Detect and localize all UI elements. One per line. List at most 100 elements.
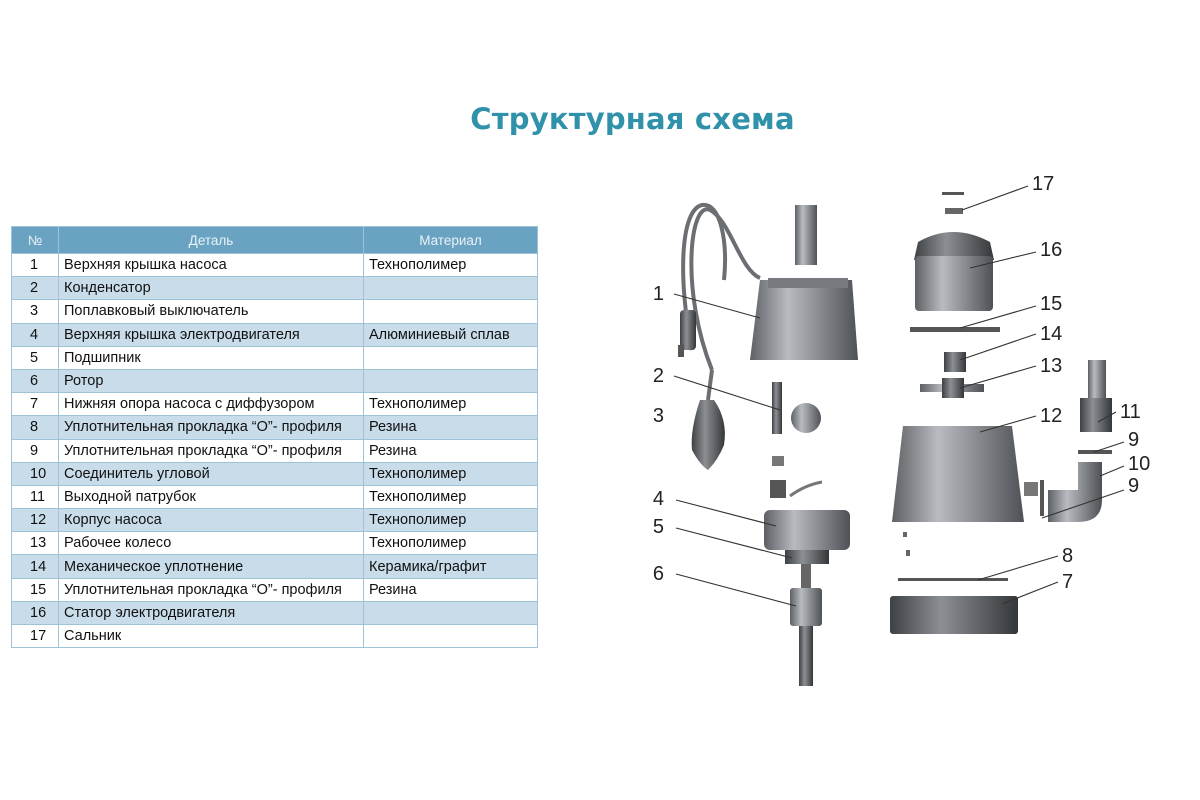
- cell-number: 8: [11, 415, 59, 440]
- cell-material: Технополимер: [363, 531, 538, 556]
- cell-material: Резина: [363, 415, 538, 440]
- cell-number: 11: [11, 484, 59, 510]
- cell-part: Механическое уплотнение: [58, 554, 364, 579]
- diagram-title: Структурная схема: [470, 102, 795, 136]
- cell-part: Рабочее колесо: [58, 531, 364, 556]
- o-ring-8-part: [898, 532, 1008, 581]
- cell-material: [363, 623, 538, 649]
- cell-number: 15: [11, 577, 59, 602]
- float-switch-part: [689, 207, 762, 470]
- leader-line: [1097, 411, 1117, 423]
- header-number: №: [11, 226, 59, 254]
- o-ring-15-part: [910, 327, 1000, 332]
- callout-label: 10: [1128, 453, 1150, 475]
- cell-number: 7: [11, 392, 59, 417]
- outlet-nozzle-part: [1080, 360, 1112, 432]
- cell-number: 10: [11, 461, 59, 486]
- cell-number: 16: [11, 600, 59, 626]
- motor-cover-part: [764, 456, 850, 550]
- mechanical-seal-part: [944, 352, 966, 372]
- upper-pump-cover-part: [750, 205, 858, 360]
- leader-line: [673, 293, 761, 319]
- leader-line: [675, 527, 793, 559]
- callout-label: 15: [1040, 293, 1062, 315]
- cell-material: Керамика/графит: [363, 554, 538, 579]
- rotor-part: [790, 564, 822, 686]
- callout-label: 6: [653, 563, 664, 585]
- elbow-connector-part: [1048, 462, 1102, 522]
- cell-part: Конденсатор: [58, 276, 364, 301]
- leader-line: [675, 573, 797, 607]
- leader-line: [673, 375, 781, 411]
- leader-line: [961, 185, 1029, 211]
- capacitor-part: [772, 382, 821, 434]
- cell-material: [363, 276, 538, 301]
- cell-number: 3: [11, 299, 59, 324]
- leader-line: [977, 555, 1059, 581]
- leader-line: [1093, 441, 1125, 453]
- cell-number: 14: [11, 554, 59, 579]
- callout-label: 4: [653, 488, 664, 510]
- cell-part: Нижняя опора насоса с диффузором: [58, 392, 364, 417]
- cell-number: 4: [11, 322, 59, 347]
- pump-housing-part: [892, 426, 1038, 522]
- leader-line: [979, 415, 1037, 433]
- impeller-part: [920, 378, 984, 398]
- leader-line: [959, 305, 1037, 329]
- callout-label: 9: [1128, 429, 1139, 451]
- leader-line: [959, 333, 1037, 361]
- cell-part: Уплотнительная прокладка “О”- профиля: [58, 577, 364, 602]
- cell-part: Поплавковый выключатель: [58, 299, 364, 324]
- cell-material: Алюминиевый сплав: [363, 322, 538, 347]
- lower-support-part: [890, 596, 1018, 634]
- leader-line: [1099, 465, 1125, 477]
- callout-label: 2: [653, 365, 664, 387]
- callout-label: 5: [653, 516, 664, 538]
- leader-line: [1001, 581, 1059, 605]
- cell-part: Уплотнительная прокладка “О”- профиля: [58, 415, 364, 440]
- cell-material: Резина: [363, 577, 538, 602]
- table-header-row: № Деталь Материал: [11, 226, 538, 254]
- cell-material: Резина: [363, 438, 538, 463]
- cell-part: Статор электродвигателя: [58, 600, 364, 626]
- header-material: Материал: [363, 226, 538, 254]
- callout-label: 12: [1040, 405, 1062, 427]
- cell-number: 5: [11, 345, 59, 370]
- cell-number: 1: [11, 252, 59, 278]
- cell-part: Верхняя крышка насоса: [58, 252, 364, 278]
- motor-stator-part: [914, 232, 994, 311]
- cell-material: Технополимер: [363, 508, 538, 533]
- callout-label: 1: [653, 283, 664, 305]
- callout-label: 11: [1120, 401, 1141, 423]
- cell-number: 9: [11, 438, 59, 463]
- callout-label: 14: [1040, 323, 1062, 345]
- cell-material: Технополимер: [363, 392, 538, 417]
- cell-part: Выходной патрубок: [58, 484, 364, 510]
- callout-label: 9: [1128, 475, 1139, 497]
- callout-label: 7: [1062, 571, 1073, 593]
- cell-material: [363, 600, 538, 626]
- callout-label: 17: [1032, 173, 1054, 195]
- cell-part: Соединитель угловой: [58, 461, 364, 486]
- cell-part: Подшипник: [58, 345, 364, 370]
- power-cord-part: [678, 202, 727, 357]
- cell-part: Ротор: [58, 368, 364, 394]
- callout-label: 3: [653, 405, 664, 427]
- cell-number: 17: [11, 623, 59, 649]
- header-part: Деталь: [58, 226, 364, 254]
- cell-part: Уплотнительная прокладка “О”- профиля: [58, 438, 364, 463]
